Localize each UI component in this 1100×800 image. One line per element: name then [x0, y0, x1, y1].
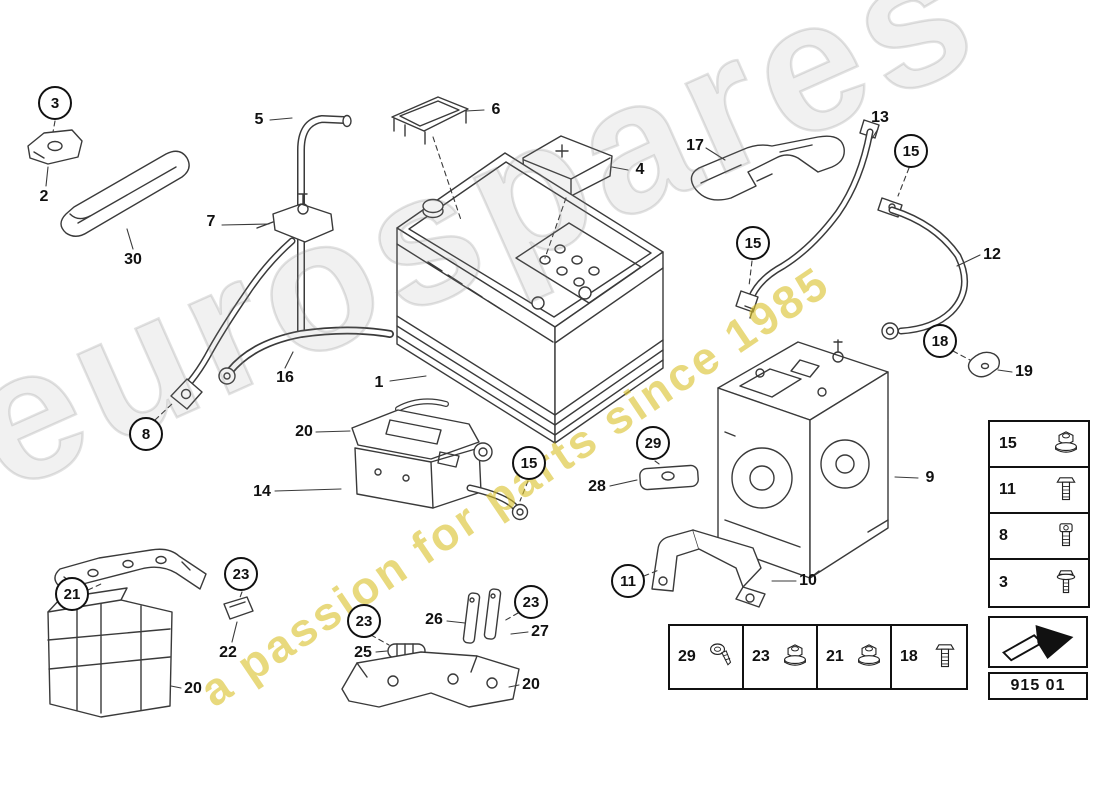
callout-4[interactable]: 4	[635, 161, 645, 178]
vent-hose-drawing	[297, 114, 352, 338]
fastener-cell-18[interactable]: 18	[892, 626, 966, 688]
screw-icon	[708, 642, 734, 672]
callout-28[interactable]: 28	[588, 478, 606, 495]
clip-drawing	[223, 596, 254, 620]
fastener-number: 3	[999, 574, 1008, 591]
cover-strip-drawing	[690, 135, 845, 201]
fastener-cell-21[interactable]: 21	[818, 626, 892, 688]
hex-bolt-icon	[1053, 475, 1079, 505]
fastener-row-8[interactable]: 8	[990, 514, 1088, 560]
callout-13[interactable]: 13	[871, 109, 889, 126]
bracket-drawing	[651, 529, 766, 608]
clamp-drawing	[27, 129, 83, 165]
callout-7[interactable]: 7	[206, 213, 216, 230]
vent-cover-drawing	[391, 96, 469, 145]
callout-8[interactable]: 8	[129, 417, 163, 451]
callout-21[interactable]: 21	[55, 577, 89, 611]
callout-15[interactable]: 15	[736, 226, 770, 260]
callout-30[interactable]: 30	[124, 251, 142, 268]
callout-17[interactable]: 17	[686, 137, 704, 154]
callout-20[interactable]: 20	[522, 676, 540, 693]
ground-cable-drawing	[218, 326, 394, 385]
fuse-holder-drawing	[351, 398, 529, 521]
callout-9[interactable]: 9	[925, 469, 935, 486]
flange-nut-icon	[856, 642, 882, 672]
callout-23[interactable]: 23	[514, 585, 548, 619]
socket-bolt-icon	[1053, 521, 1079, 551]
terminal-clamp-drawing	[170, 193, 334, 410]
battery-drawing	[396, 152, 664, 444]
callout-12[interactable]: 12	[983, 246, 1001, 263]
battery-cable-drawing	[735, 119, 1001, 378]
callout-2[interactable]: 2	[39, 188, 49, 205]
callout-10[interactable]: 10	[799, 572, 817, 589]
callout-27[interactable]: 27	[531, 623, 549, 640]
fastener-row-15[interactable]: 15	[990, 422, 1088, 468]
callout-23[interactable]: 23	[224, 557, 258, 591]
callout-20[interactable]: 20	[184, 680, 202, 697]
washer-bolt-icon	[1053, 568, 1079, 598]
fastener-number: 18	[900, 648, 918, 665]
callout-5[interactable]: 5	[254, 111, 264, 128]
diagram-code-box[interactable]: 915 01	[988, 616, 1088, 700]
callout-22[interactable]: 22	[219, 644, 237, 661]
leader-lines	[45, 109, 1013, 689]
bottom-bracket-drawing	[341, 651, 520, 708]
flange-nut-icon	[782, 642, 808, 672]
callout-26[interactable]: 26	[425, 611, 443, 628]
fastener-cell-23[interactable]: 23	[744, 626, 818, 688]
fastener-number: 15	[999, 435, 1017, 452]
callout-15[interactable]: 15	[512, 446, 546, 480]
carrier-bracket-drawing	[47, 587, 173, 718]
diagram-code: 915 01	[988, 672, 1088, 700]
hex-bolt-icon	[932, 642, 958, 672]
callout-29[interactable]: 29	[636, 426, 670, 460]
callout-6[interactable]: 6	[491, 101, 501, 118]
fastener-row-11[interactable]: 11	[990, 468, 1088, 514]
small-parts-drawing	[387, 588, 502, 659]
callout-18[interactable]: 18	[923, 324, 957, 358]
insulation-sleeve-drawing	[60, 150, 190, 237]
fastener-number: 23	[752, 648, 770, 665]
callout-25[interactable]: 25	[354, 644, 372, 661]
fastener-table-right: 15 11 8 3	[988, 420, 1090, 608]
callout-3[interactable]: 3	[38, 86, 72, 120]
fastener-row-3[interactable]: 3	[990, 560, 1088, 606]
fastener-table-bottom: 29 23 21 18	[668, 624, 968, 690]
callout-19[interactable]: 19	[1015, 363, 1033, 380]
callout-20[interactable]: 20	[295, 423, 313, 440]
fastener-number: 21	[826, 648, 844, 665]
direction-arrow-icon	[988, 616, 1088, 668]
flange-nut-icon	[1053, 429, 1079, 459]
callout-16[interactable]: 16	[276, 369, 294, 386]
spacer-plate-drawing	[639, 464, 699, 491]
fastener-number: 11	[999, 481, 1016, 498]
fuse-box-drawing	[709, 339, 889, 579]
callout-11[interactable]: 11	[611, 564, 645, 598]
callout-1[interactable]: 1	[374, 374, 384, 391]
fastener-number: 8	[999, 527, 1008, 544]
leader-dashes	[52, 120, 971, 646]
fastener-cell-29[interactable]: 29	[670, 626, 744, 688]
fastener-number: 29	[678, 648, 696, 665]
callout-15[interactable]: 15	[894, 134, 928, 168]
callout-23[interactable]: 23	[347, 604, 381, 638]
callout-14[interactable]: 14	[253, 483, 271, 500]
